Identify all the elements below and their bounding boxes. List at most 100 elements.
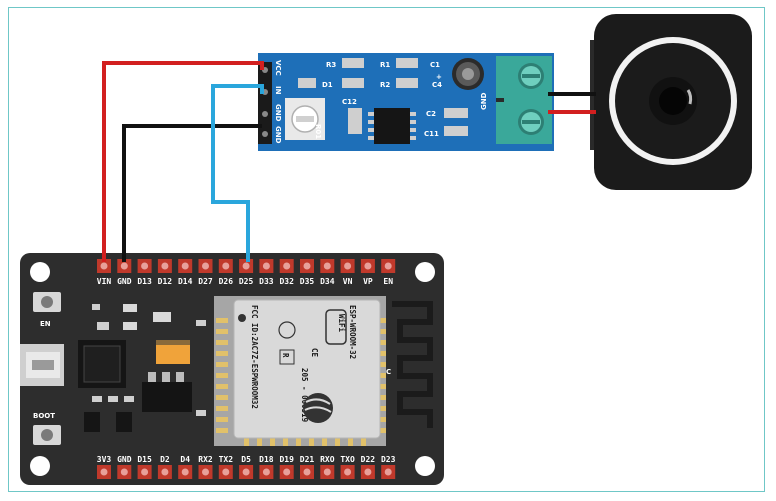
module-pad: [378, 329, 388, 334]
bottom-pin-label: RXO: [320, 455, 335, 464]
bottom-pin-label: TX2: [219, 455, 234, 464]
bottom-pin-label: D5: [241, 455, 251, 464]
smd-component: [92, 304, 100, 310]
module-pad: [244, 436, 249, 446]
diagram-frame: [8, 7, 765, 492]
top-pin-label: D27: [198, 277, 213, 286]
pin1-dot: [238, 314, 246, 322]
pin-hole: [323, 468, 331, 476]
bottom-pin-label: GND: [117, 455, 132, 464]
top-pin-label: VIN: [97, 277, 112, 286]
module-pad: [216, 428, 228, 433]
module-fcc-id: FCC ID:2AC7Z-ESPWROOM32: [250, 305, 259, 409]
resistor-r1: [396, 58, 418, 68]
pin-hole: [161, 468, 169, 476]
pin-hole: [100, 262, 108, 270]
module-pad: [378, 351, 388, 356]
pin-hole: [262, 262, 270, 270]
module-pad: [270, 436, 275, 446]
top-pin-label: D33: [259, 277, 274, 286]
module-pads: [216, 318, 388, 446]
pin-hole: [181, 468, 189, 476]
bottom-pin-label: TXO: [340, 455, 355, 464]
top-pin-label: D14: [178, 277, 193, 286]
module-pad: [216, 318, 228, 323]
label-r1: R1: [380, 61, 390, 69]
wire-gnd-gnd: [122, 124, 262, 262]
top-pin-label: VP: [363, 277, 373, 286]
en-button[interactable]: [33, 292, 61, 312]
cap-polarity: +: [436, 73, 442, 81]
top-pin-label: D25: [239, 277, 254, 286]
pin-hole: [364, 468, 372, 476]
pin-hole: [222, 262, 230, 270]
amp-pin-vcc: VCC: [274, 60, 282, 76]
pcb-antenna: [386, 296, 436, 436]
screw-terminal[interactable]: [496, 56, 552, 144]
module-pad: [216, 329, 228, 334]
label-c2: C2: [426, 110, 436, 118]
bottom-pin-label: D22: [361, 455, 376, 464]
esp-wroom-32-module: ESP-WROOM-32 FCC ID:2AC7Z-ESPWROOM32 205…: [214, 296, 388, 446]
bottom-pin-label: D19: [279, 455, 294, 464]
module-pad: [378, 417, 388, 422]
amp-pin-gnd-2: GND: [274, 126, 282, 144]
bottom-pin-label: RX2: [198, 455, 213, 464]
top-pin-label: EN: [383, 277, 393, 286]
pin-hole: [283, 468, 291, 476]
pin-hole: [344, 262, 352, 270]
pin-hole: [100, 468, 108, 476]
smd-component: [92, 396, 102, 402]
module-pad: [216, 340, 228, 345]
top-pin-label: D13: [137, 277, 152, 286]
pin-hole: [262, 468, 270, 476]
pin-hole: [141, 262, 149, 270]
potentiometer[interactable]: [285, 98, 325, 140]
top-pin-label: VN: [343, 277, 353, 286]
label-c12: C12: [342, 98, 357, 106]
module-pad: [309, 436, 314, 446]
module-pad: [378, 340, 388, 345]
pin-hole: [283, 262, 291, 270]
smd-component: [123, 304, 137, 312]
voltage-regulator: [142, 372, 192, 412]
module-pad: [257, 436, 262, 446]
transistor: [84, 412, 100, 432]
r-mark: R: [281, 353, 290, 358]
amp-header: [258, 62, 272, 144]
pin-hole: [242, 468, 250, 476]
mount-hole: [30, 262, 50, 282]
smd-component: [196, 320, 206, 326]
capacitor-c4: [396, 78, 418, 88]
ce-mark: CE: [310, 348, 319, 358]
mount-hole: [30, 456, 50, 476]
cert-mark: [278, 321, 296, 339]
diode-d1: [298, 78, 316, 88]
module-pad: [216, 417, 228, 422]
smd-component: [123, 322, 137, 330]
micro-usb-port: [20, 344, 64, 386]
pot-label: R01: [314, 124, 322, 139]
bottom-pin-label: D15: [137, 455, 152, 464]
pin-hole: [384, 468, 392, 476]
label-c4: C4: [432, 81, 442, 89]
label-r2: R2: [380, 81, 390, 89]
module-pad: [348, 436, 353, 446]
r-mark-box: [279, 349, 295, 365]
label-d1: D1: [322, 81, 333, 89]
module-pad: [322, 436, 327, 446]
boot-button[interactable]: [33, 425, 61, 445]
transistor: [116, 412, 132, 432]
wire-vin-vcc: [102, 61, 264, 262]
pin-hole: [303, 468, 311, 476]
module-pad: [378, 395, 388, 400]
top-pin-label: GND: [117, 277, 132, 286]
capacitor-c12: [348, 108, 362, 134]
lm386-ic: [368, 108, 416, 144]
top-pin-label: D12: [158, 277, 173, 286]
module-pad: [378, 373, 388, 378]
wires: [102, 61, 596, 262]
terminal-gnd-label: GND: [480, 92, 488, 110]
